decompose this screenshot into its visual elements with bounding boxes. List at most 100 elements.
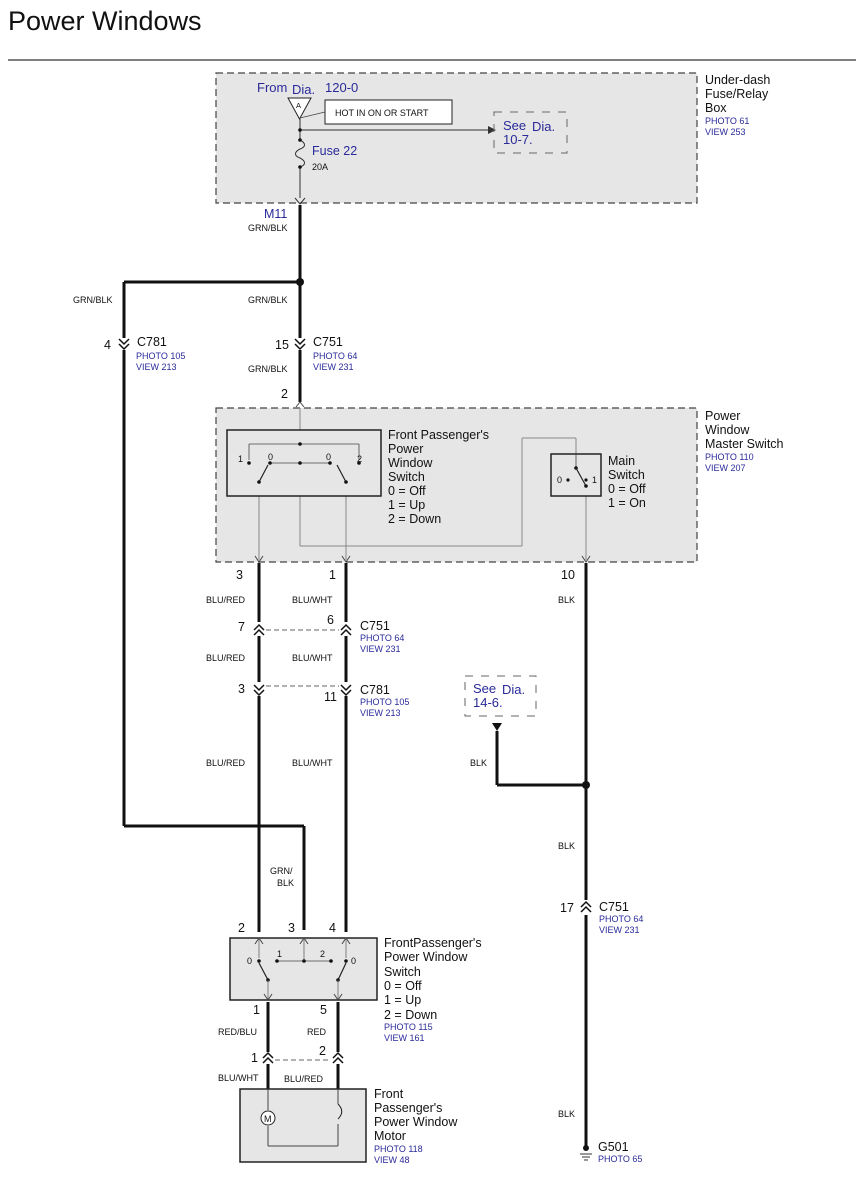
- c751-label-3: C751: [599, 900, 629, 914]
- pin-6: 6: [327, 613, 334, 627]
- c751-label-1: C751: [313, 335, 343, 349]
- master-switch-name-2: Window: [705, 423, 750, 437]
- master-switch-name-1: Power: [705, 409, 740, 423]
- master-pos-0b: 0: [326, 452, 331, 462]
- from-dia-number: 120-0: [325, 80, 358, 95]
- from-dia: Dia.: [292, 82, 315, 97]
- c781-label-2: C781: [360, 683, 390, 697]
- fp-switch-line-1: FrontPassenger's: [384, 936, 482, 950]
- wire-blu-red-1: BLU/RED: [206, 595, 246, 605]
- main-switch-line-3: 0 = Off: [608, 482, 646, 496]
- wire-grn-blk-2: GRN/BLK: [73, 295, 113, 305]
- master-switch-name-3: Master Switch: [705, 437, 784, 451]
- c781-photo-1: PHOTO 105: [136, 351, 185, 361]
- master-pos-0a: 0: [268, 452, 273, 462]
- fuse-box-name-2: Fuse/Relay: [705, 87, 769, 101]
- wire-blu-red-motor: BLU/RED: [284, 1074, 324, 1084]
- fp-switch-line-2: Power Window: [384, 950, 468, 964]
- motor-line-1: Front: [374, 1087, 404, 1101]
- fp-switch-line-5: 1 = Up: [384, 993, 421, 1007]
- motor-view: VIEW 48: [374, 1155, 410, 1165]
- see-14-number: 14-6.: [473, 695, 503, 710]
- fuse-22-symbol: [295, 139, 305, 168]
- fp-switch-line-3: Switch: [384, 965, 421, 979]
- motor-connector: [262, 1051, 344, 1064]
- master-switch-view: VIEW 207: [705, 463, 746, 473]
- front-passenger-power-window-motor: M: [239, 1088, 367, 1163]
- c751-view-3: VIEW 231: [599, 925, 640, 935]
- motor-icon: [260, 1110, 276, 1126]
- fp-switch-line-6: 2 = Down: [384, 1008, 437, 1022]
- c781-view-1: VIEW 213: [136, 362, 177, 372]
- wire-grn-blk-3: GRN/BLK: [248, 295, 288, 305]
- motor-pin-2: 2: [319, 1044, 326, 1058]
- wire-grn-blk-1: GRN/BLK: [248, 223, 288, 233]
- fp-switch-photo: PHOTO 115: [384, 1022, 433, 1032]
- wire-blk-1: BLK: [558, 595, 575, 605]
- fp-pos-2: 2: [320, 949, 325, 959]
- see-dia: Dia.: [532, 119, 555, 134]
- wire-blu-wht-1: BLU/WHT: [292, 595, 333, 605]
- hot-in-box: [324, 99, 453, 125]
- master-fp-line-3: Window: [388, 456, 433, 470]
- fp-pin-3: 3: [288, 921, 295, 935]
- c751-photo-3: PHOTO 64: [599, 914, 643, 924]
- master-pos-1: 1: [238, 454, 243, 464]
- master-fp-line-7: 2 = Down: [388, 512, 441, 526]
- master-fp-line-2: Power: [388, 442, 423, 456]
- connector-c781-pins-3-11: [253, 684, 352, 697]
- wire-blk-label: BLK: [277, 878, 294, 888]
- connector-c751-pins-7-6: [253, 623, 352, 636]
- m11-label: M11: [264, 207, 287, 221]
- master-pin-3: 3: [236, 568, 243, 582]
- c751-label-2: C751: [360, 619, 390, 633]
- ground-g501-icon: [580, 1145, 592, 1161]
- see-label: See: [503, 118, 526, 133]
- motor-photo: PHOTO 118: [374, 1144, 423, 1154]
- wire-grn-blk-4: GRN/BLK: [248, 364, 288, 374]
- pin-11: 11: [324, 690, 337, 704]
- see-dia-number: 10-7.: [503, 132, 533, 147]
- pin-7: 7: [238, 620, 245, 634]
- master-fp-line-4: Switch: [388, 470, 425, 484]
- connector-c781-pin4: [118, 338, 130, 351]
- wire-blu-wht-motor: BLU/WHT: [218, 1073, 259, 1083]
- c751-view-2: VIEW 231: [360, 644, 401, 654]
- wire-blu-red-2: BLU/RED: [206, 653, 246, 663]
- motor-line-3: Power Window: [374, 1115, 458, 1129]
- terminal-a-label: A: [296, 101, 301, 110]
- under-dash-fuse-relay-box: From Dia. 120-0 A HOT IN ON OR START See…: [215, 72, 770, 204]
- fp-out-pin-5: 5: [320, 1003, 327, 1017]
- fp-pos-0b: 0: [351, 956, 356, 966]
- fuse-22-label: Fuse 22: [312, 144, 357, 158]
- wire-red-label: RED: [307, 1027, 327, 1037]
- wire-blk-2: BLK: [470, 758, 487, 768]
- motor-pin-1: 1: [251, 1051, 258, 1065]
- pin-17: 17: [560, 901, 574, 915]
- hot-in-label: HOT IN ON OR START: [335, 108, 429, 118]
- c751-view-1: VIEW 231: [313, 362, 354, 372]
- c781-view-2: VIEW 213: [360, 708, 401, 718]
- fp-pos-0a: 0: [247, 956, 252, 966]
- motor-symbol: M: [264, 1114, 272, 1124]
- main-switch-line-4: 1 = On: [608, 496, 646, 510]
- motor-line-2: Passenger's: [374, 1101, 442, 1115]
- pin-3-c781: 3: [238, 682, 245, 696]
- see-dia-10-7-box: [493, 111, 568, 154]
- fp-pin-4: 4: [329, 921, 336, 935]
- main-switch-line-2: Switch: [608, 468, 645, 482]
- page-title: Power Windows: [8, 6, 202, 36]
- wire-blu-wht-2: BLU/WHT: [292, 653, 333, 663]
- motor-line-4: Motor: [374, 1129, 406, 1143]
- wire-blu-wht-3: BLU/WHT: [292, 758, 333, 768]
- main-pos-1: 1: [592, 475, 597, 485]
- front-passenger-power-window-switch: 0 1 2 0: [229, 937, 378, 1001]
- fuse-box-name-1: Under-dash: [705, 73, 770, 87]
- master-pin-1: 1: [329, 568, 336, 582]
- ground-g501-photo: PHOTO 65: [598, 1154, 642, 1164]
- fp-switch-line-4: 0 = Off: [384, 979, 422, 993]
- terminal-a-triangle: [287, 97, 312, 121]
- wire-red-blu-label: RED/BLU: [218, 1027, 257, 1037]
- fuse-box-name-3: Box: [705, 101, 727, 115]
